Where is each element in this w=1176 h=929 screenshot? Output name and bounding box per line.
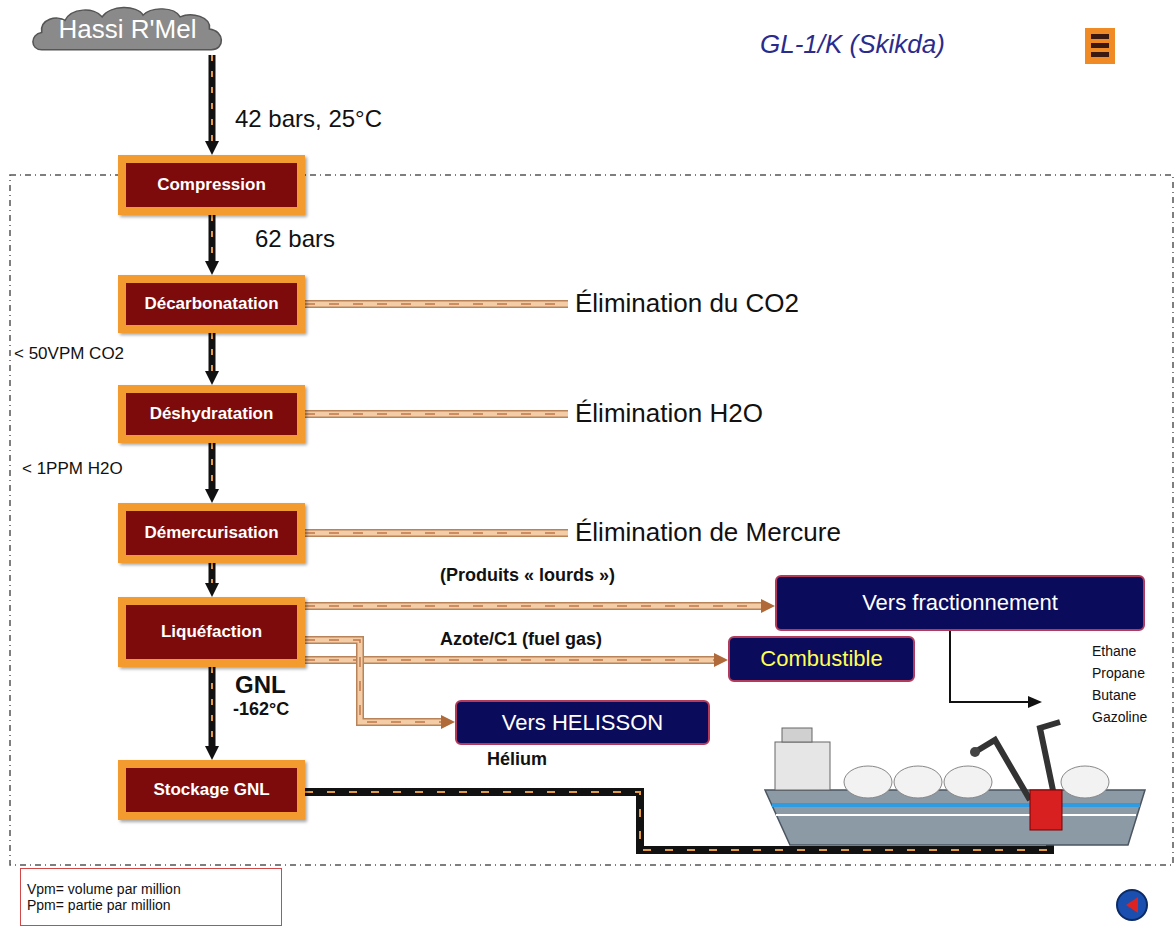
note-box: Vpm= volume par millionPpm= partie par m… — [20, 868, 282, 926]
annotation-label: GNL — [235, 672, 286, 698]
annotation-label: Ethane — [1092, 644, 1136, 659]
process-box: Liquéfaction — [118, 597, 305, 667]
source-cloud: Hassi R'Mel — [30, 3, 225, 55]
node-text: Décarbonatation — [144, 294, 278, 314]
edge-label: Azote/C1 (fuel gas) — [440, 630, 602, 650]
gas-pipe — [212, 55, 213, 141]
destination-box: Combustible — [728, 636, 915, 682]
annotation-label: Élimination du CO2 — [575, 289, 799, 318]
edge-label: 42 bars, 25°C — [235, 106, 382, 132]
nav-button — [1117, 890, 1147, 920]
node-text: Stockage GNL — [153, 780, 269, 800]
annotation-label: Butane — [1092, 688, 1136, 703]
edge-label: < 50VPM CO2 — [14, 345, 124, 364]
removal-pipes — [305, 304, 568, 533]
destination-box: Vers HELISSON — [455, 700, 710, 745]
process-box: Décarbonatation — [118, 275, 305, 333]
node-text: Vers HELISSON — [502, 710, 663, 736]
annotation-label: Élimination H2O — [575, 399, 763, 428]
lng-ship — [765, 722, 1145, 845]
product-pipe — [305, 640, 441, 722]
fractionation-output — [950, 631, 1042, 708]
node-text: Vers fractionnement — [862, 590, 1058, 616]
product-pipe — [305, 606, 761, 607]
annotation-label: -162°C — [233, 700, 289, 720]
node-text: Hassi R'Mel — [59, 14, 197, 45]
node-text: Liquéfaction — [161, 622, 262, 642]
node-text: Compression — [157, 175, 266, 195]
gas-pipe — [212, 333, 213, 371]
edge-label: < 1PPM H2O — [22, 460, 123, 479]
annotation-label: Propane — [1092, 666, 1145, 681]
node-text: Déshydratation — [150, 404, 274, 424]
gas-pipe — [212, 667, 213, 746]
product-pipe — [305, 660, 714, 661]
annotation-label: Hélium — [487, 750, 547, 770]
node-text: Combustible — [760, 646, 882, 672]
node-text: Vpm= volume par million — [27, 881, 181, 897]
process-box: Déshydratation — [118, 385, 305, 443]
gas-pipe — [212, 563, 213, 583]
gas-pipe — [212, 443, 213, 489]
destination-box: Vers fractionnement — [775, 575, 1145, 631]
annotation-label: GL-1/K (Skikda) — [760, 30, 945, 59]
company-logo — [1085, 28, 1115, 64]
gas-pipe — [212, 215, 213, 261]
process-box: Démercurisation — [118, 503, 305, 563]
annotation-label: Élimination de Mercure — [575, 518, 841, 547]
process-box: Compression — [118, 155, 305, 215]
plant-boundary — [10, 175, 1173, 865]
annotation-label: Gazoline — [1092, 710, 1147, 725]
process-box: Stockage GNL — [118, 760, 305, 820]
node-text: Ppm= partie par million — [27, 897, 171, 913]
edge-label: 62 bars — [255, 226, 335, 252]
edge-label: (Produits « lourds ») — [440, 566, 615, 586]
node-text: Démercurisation — [144, 523, 278, 543]
